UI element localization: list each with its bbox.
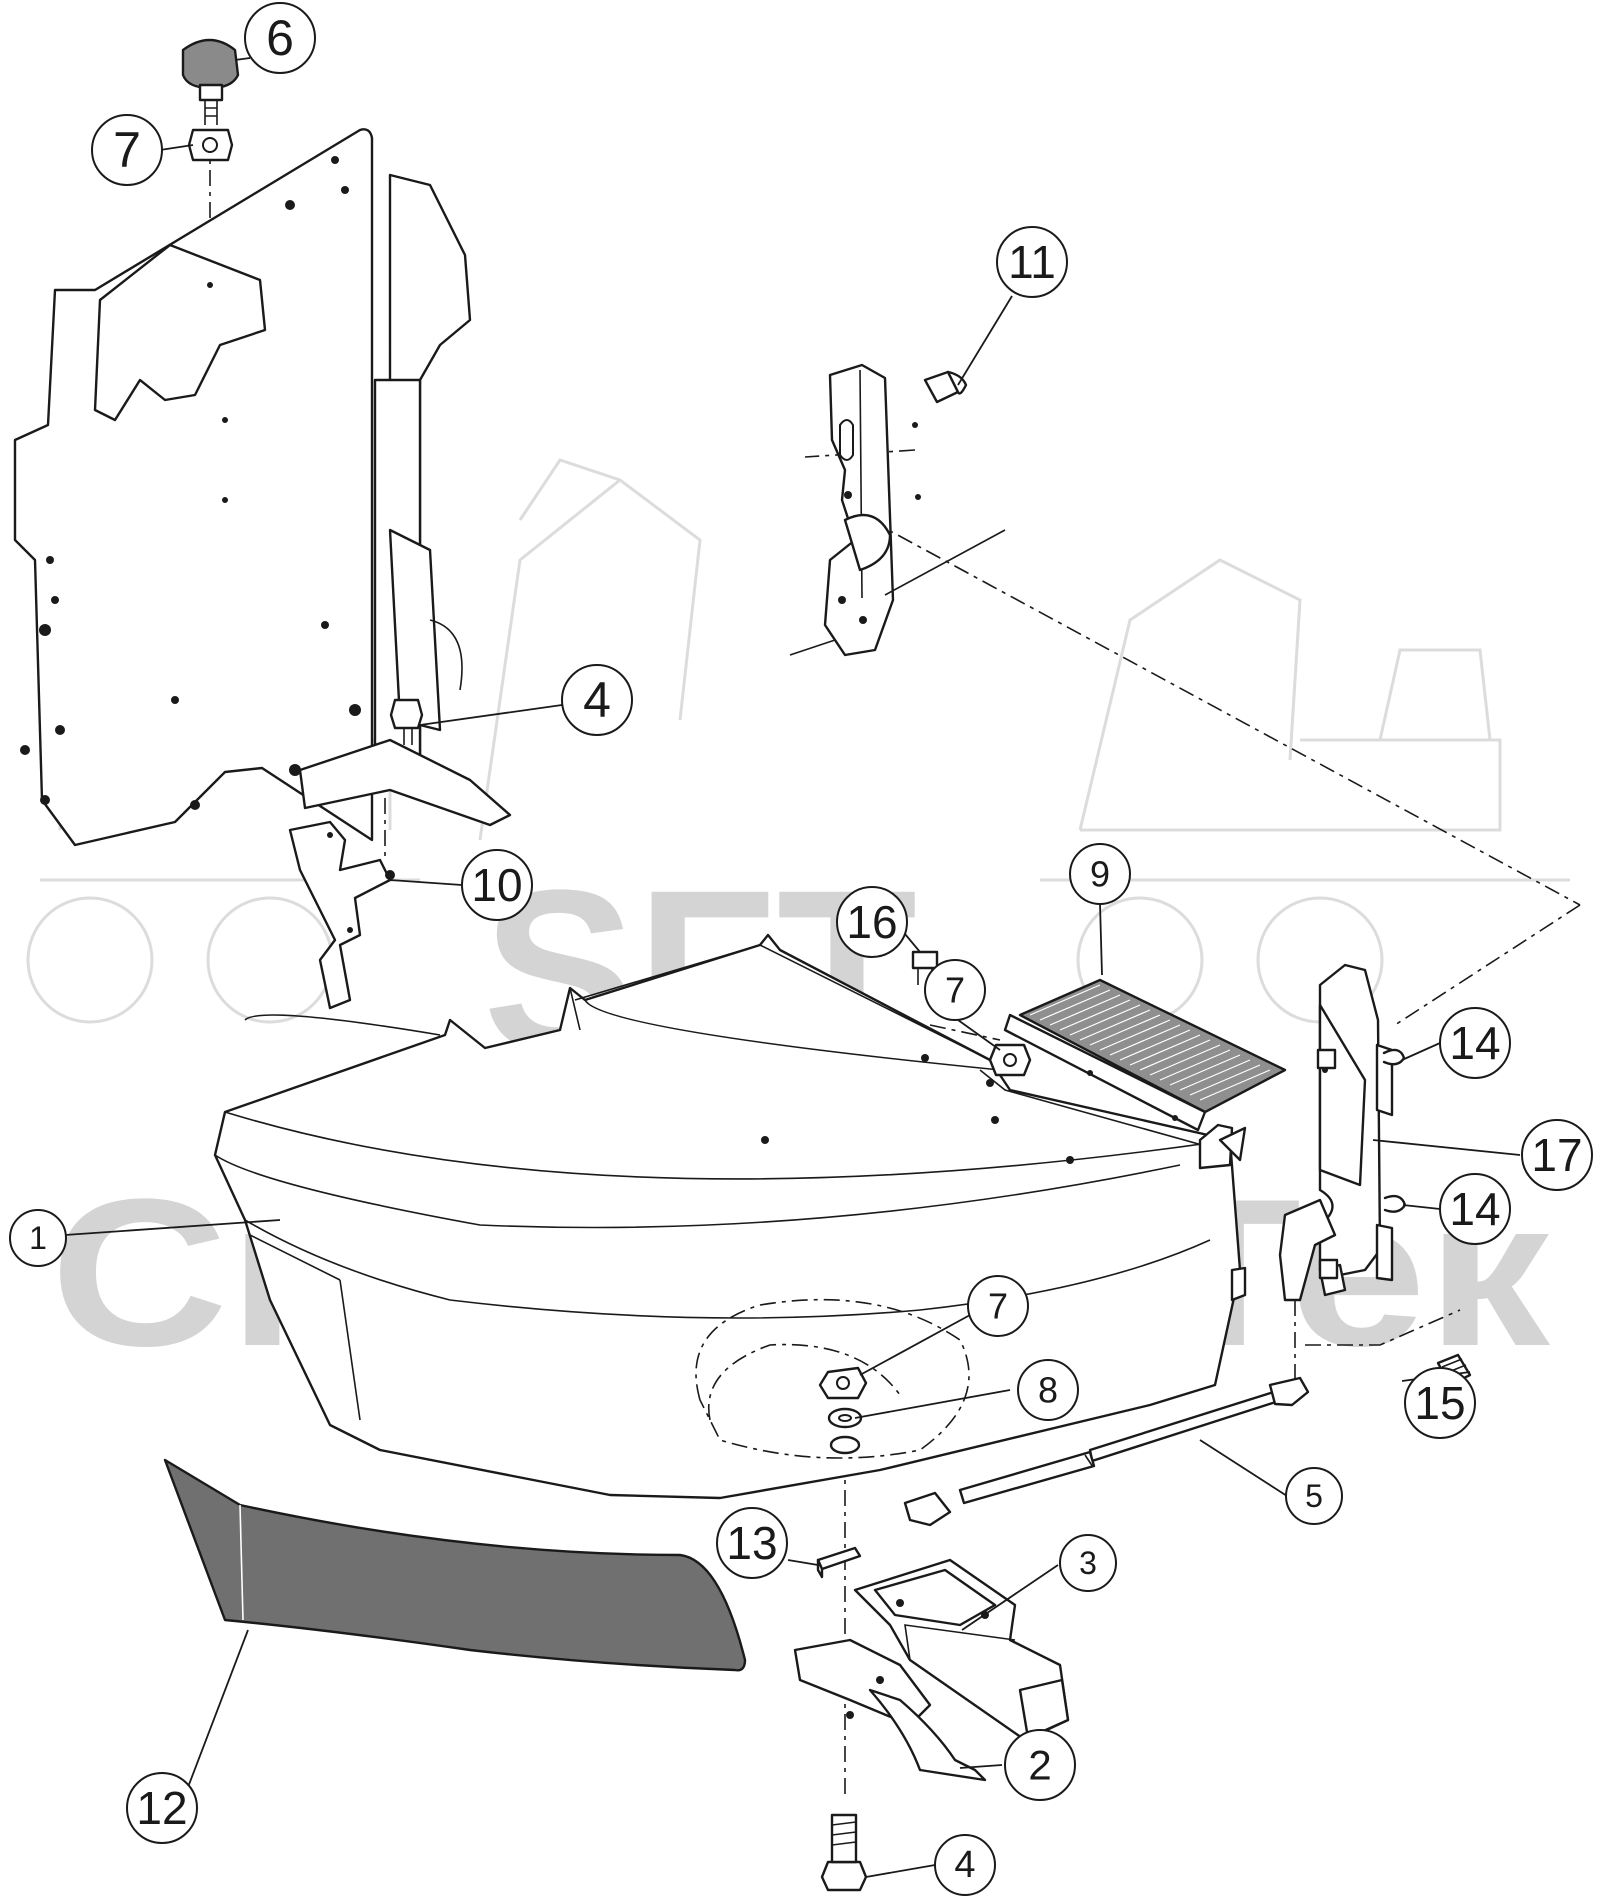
callout-label: 11: [1008, 236, 1056, 288]
callout-label: 7: [988, 1286, 1008, 1327]
callout-label: 9: [1090, 854, 1110, 895]
callout-label: 5: [1305, 1478, 1323, 1514]
callout-10: 10: [461, 849, 533, 921]
callout-7-middle: 7: [924, 959, 986, 1021]
callout-9: 9: [1069, 843, 1131, 905]
callout-6: 6: [244, 2, 316, 74]
mounting-plate: [13, 128, 512, 847]
blade: [793, 1638, 987, 1782]
callout-label: 7: [113, 122, 141, 178]
nut-middle: [988, 1043, 1032, 1077]
callout-14-upper: 14: [1439, 1007, 1511, 1079]
gas-spring: [903, 1376, 1310, 1527]
callout-12: 12: [126, 1772, 198, 1844]
callout-5: 5: [1285, 1467, 1343, 1525]
callout-11: 11: [996, 226, 1068, 298]
callout-2: 2: [1004, 1729, 1076, 1801]
bolt-lower: [820, 1813, 868, 1892]
callout-3: 3: [1059, 1534, 1117, 1592]
screw: [923, 370, 968, 404]
callouts: 6 7 11 4 10 9 16 7: [9, 2, 1593, 1896]
callout-label: 3: [1079, 1545, 1097, 1581]
callout-label: 14: [1449, 1017, 1500, 1069]
callout-label: 2: [1028, 1742, 1051, 1789]
nut-top: [187, 128, 234, 162]
callout-label: 12: [136, 1782, 187, 1834]
callout-label: 1: [29, 1220, 47, 1256]
callout-label: 4: [583, 672, 611, 728]
hinge-bracket: [1278, 963, 1394, 1302]
washer: [827, 1407, 863, 1455]
leader-lines: [64, 57, 1521, 1878]
bolt-upper: [389, 698, 424, 745]
callout-8: 8: [1017, 1359, 1079, 1421]
callout-7-top: 7: [91, 114, 163, 186]
callout-13: 13: [716, 1507, 788, 1579]
callout-label: 8: [1038, 1370, 1058, 1411]
key: [816, 1546, 862, 1579]
nut-lower: [818, 1366, 868, 1400]
callout-15: 15: [1404, 1367, 1476, 1439]
callout-label: 6: [266, 10, 294, 66]
callout-label: 4: [954, 1844, 975, 1886]
callout-label: 13: [726, 1517, 777, 1569]
callout-label: 16: [846, 896, 897, 948]
callout-4-bottom: 4: [934, 1834, 996, 1896]
bracket: [288, 820, 395, 1010]
callout-label: 10: [471, 859, 522, 911]
callout-7-lower: 7: [967, 1275, 1029, 1337]
callout-14-lower: 14: [1439, 1173, 1511, 1245]
callout-4-top: 4: [561, 664, 633, 736]
snap-clip-lower: [1383, 1194, 1407, 1213]
callout-label: 15: [1414, 1377, 1465, 1429]
callout-label: 17: [1531, 1129, 1582, 1181]
callout-1: 1: [9, 1209, 67, 1267]
knob: [181, 38, 240, 125]
hinge-plate: [789, 363, 1006, 657]
blade-holder: [853, 1558, 1070, 1742]
callout-17: 17: [1521, 1119, 1593, 1191]
skirt-panel: [163, 1458, 747, 1672]
callout-16: 16: [836, 886, 908, 958]
callout-label: 7: [945, 970, 965, 1011]
rubber-flap: [1003, 978, 1287, 1132]
deck-housing: [213, 933, 1247, 1500]
snap-clip-upper: [1382, 1048, 1406, 1066]
callout-label: 14: [1449, 1183, 1500, 1235]
